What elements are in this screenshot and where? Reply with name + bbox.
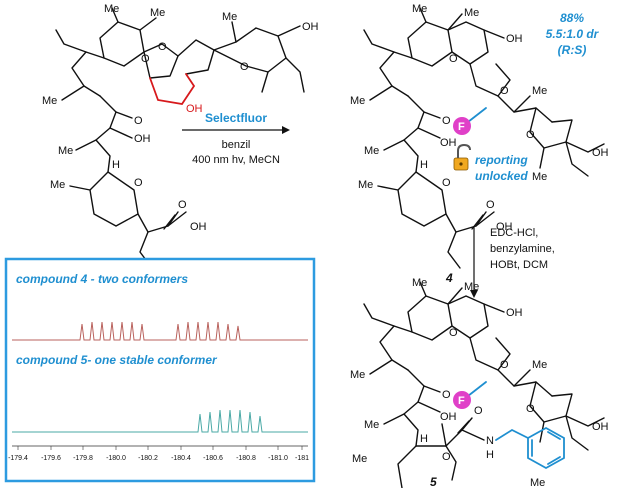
compound-5-fluorine-label: F: [458, 395, 465, 407]
compound-3-structure: Me Me Me O O O OH OH O Me OH Me H Me O O…: [42, 3, 319, 291]
yield-percent: 88%: [560, 11, 584, 25]
compound-5-hydroxyl-chain: OH: [440, 411, 457, 423]
yield-rs-ratio: (R:S): [558, 43, 587, 57]
compound-4-ring-oxygen-2: O: [500, 85, 509, 97]
nmr-tick-label: -180.6: [203, 455, 223, 462]
reporting-label: reporting: [475, 153, 528, 167]
compound-5-me-top-left: Me: [412, 277, 427, 289]
compound-5-me-chain-2: Me: [364, 419, 379, 431]
compound-3-me-pyran: Me: [50, 179, 65, 191]
compound-4-ring-oxygen-1: O: [449, 53, 458, 65]
nmr-tick-label: -179.6: [41, 455, 61, 462]
compound-5-structure: F Me Me OH O O Me O OH O Me OH Me H Me O…: [350, 277, 609, 488]
compound-4-acid-hydroxyl: OH: [496, 221, 513, 233]
compound-4-structure: F Me Me OH O O Me O OH Me O Me OH Me H M…: [350, 3, 609, 285]
nmr-trace-2-label: compound 5- one stable conformer: [16, 353, 218, 367]
compound-4-h-label: H: [420, 159, 428, 171]
nmr-tick-label: -181: [295, 455, 309, 462]
nmr-trace-1-label: compound 4 - two conformers: [16, 272, 188, 286]
compound-5-pyran-oxygen: O: [442, 451, 451, 463]
condition-benzil: benzil: [222, 139, 251, 151]
compound-3-pyran-oxygen: O: [134, 177, 143, 189]
nmr-panel: compound 4 - two conformers compound 5- …: [4, 257, 316, 483]
compound-5-amide-hydrogen: H: [486, 449, 494, 461]
compound-3-hydroxyl-red: OH: [186, 103, 203, 115]
compound-4-me-chain: Me: [350, 95, 365, 107]
nmr-trace-compound-4: [12, 321, 308, 341]
nmr-tick-label: -179.8: [73, 455, 93, 462]
compound-3-ketone-oxygen: O: [134, 115, 143, 127]
compound-3-me-spiro: Me: [222, 11, 237, 23]
compound-4-me-top-left: Me: [412, 3, 427, 15]
compound-3-ring-oxygen-1: O: [141, 53, 150, 65]
compound-3-ring-oxygen-3: O: [240, 61, 249, 73]
compound-5-me-top: Me: [464, 281, 479, 293]
compound-5-me-chain: Me: [350, 369, 365, 381]
compound-3-me-top-left: Me: [104, 3, 119, 15]
compound-4-fluorine-label: F: [458, 121, 465, 133]
reporting-unlocked-callout: reporting unlocked: [453, 143, 528, 183]
compound-3-ring-oxygen-2: O: [158, 41, 167, 53]
nmr-tick-label: -180.4: [171, 455, 191, 462]
unlocked-label: unlocked: [475, 169, 528, 183]
compound-5-ring-oxygen-2: O: [500, 359, 509, 371]
compound-4-hydroxyl-top: OH: [506, 33, 523, 45]
compound-3-acid-hydroxyl: OH: [190, 221, 207, 233]
reaction-arrow-2: EDC-HCl, benzylamine, HOBt, DCM: [470, 226, 555, 298]
fluorine-atom-icon: [453, 117, 471, 135]
compound-4-ketone-oxygen: O: [442, 115, 451, 127]
compound-4-number: 4: [445, 271, 453, 285]
nmr-tick-label: -181.0: [268, 455, 288, 462]
compound-5-number: 5: [430, 475, 437, 488]
compound-3-hydroxyl-chain: OH: [134, 133, 151, 145]
yield-dr: 5.5:1.0 dr: [546, 27, 600, 41]
unlocked-padlock-icon: [453, 143, 471, 171]
compound-4-acid-oxygen: O: [486, 199, 495, 211]
compound-4-hydroxyl-chain: OH: [440, 137, 457, 149]
compound-5-pyran-oxygen-right: O: [526, 403, 535, 415]
nmr-tick-label: -180.8: [236, 455, 256, 462]
compound-3-h-label: H: [112, 159, 120, 171]
compound-5-me-ring-right: Me: [530, 477, 545, 488]
compound-3-me-top: Me: [150, 7, 165, 19]
compound-4-me-top: Me: [464, 7, 479, 19]
compound-4-me-ring-right: Me: [532, 171, 547, 183]
compound-5-h-label: H: [420, 433, 428, 445]
compound-4-pyran-oxygen: O: [442, 177, 451, 189]
compound-5-hydroxyl-right: OH: [592, 421, 609, 433]
condition-benzylamine: benzylamine,: [490, 243, 555, 255]
compound-3-acid-oxygen: O: [178, 199, 187, 211]
yield-annotation: 88% 5.5:1.0 dr (R:S): [546, 11, 600, 57]
compound-5-amide-nitrogen: N: [486, 435, 494, 447]
nmr-trace-compound-5: [12, 409, 308, 433]
compound-5-amide-oxygen: O: [474, 405, 483, 417]
compound-3-hydroxyl-top-right: OH: [302, 21, 319, 33]
compound-5-me-pyran: Me: [352, 453, 367, 465]
compound-3-me-chain: Me: [42, 95, 57, 107]
compound-4-me-pyran: Me: [358, 179, 373, 191]
compound-3-me-chain-2: Me: [58, 145, 73, 157]
condition-hobt-dcm: HOBt, DCM: [490, 259, 548, 271]
nmr-tick-label: -180.0: [106, 455, 126, 462]
compound-5-ketone-oxygen: O: [442, 389, 451, 401]
compound-4-pyran-oxygen-right: O: [526, 129, 535, 141]
compound-5-ring-oxygen-1: O: [449, 327, 458, 339]
compound-4-hydroxyl-right: OH: [592, 147, 609, 159]
condition-edc: EDC-HCl,: [490, 227, 538, 239]
reaction-arrow-1: Selectfluor benzil 400 nm hv, MeCN: [182, 111, 290, 166]
nmr-tick-label: -179.4: [8, 455, 28, 462]
compound-4-me-spiro: Me: [532, 85, 547, 97]
fluorine-atom-icon: [453, 391, 471, 409]
compound-4-me-chain-2: Me: [364, 145, 379, 157]
condition-light-solvent: 400 nm hv, MeCN: [192, 154, 280, 166]
compound-5-hydroxyl-top: OH: [506, 307, 523, 319]
nmr-tick-label: -180.2: [138, 455, 158, 462]
reagent-selectfluor: Selectfluor: [205, 111, 267, 125]
compound-5-me-spiro: Me: [532, 359, 547, 371]
